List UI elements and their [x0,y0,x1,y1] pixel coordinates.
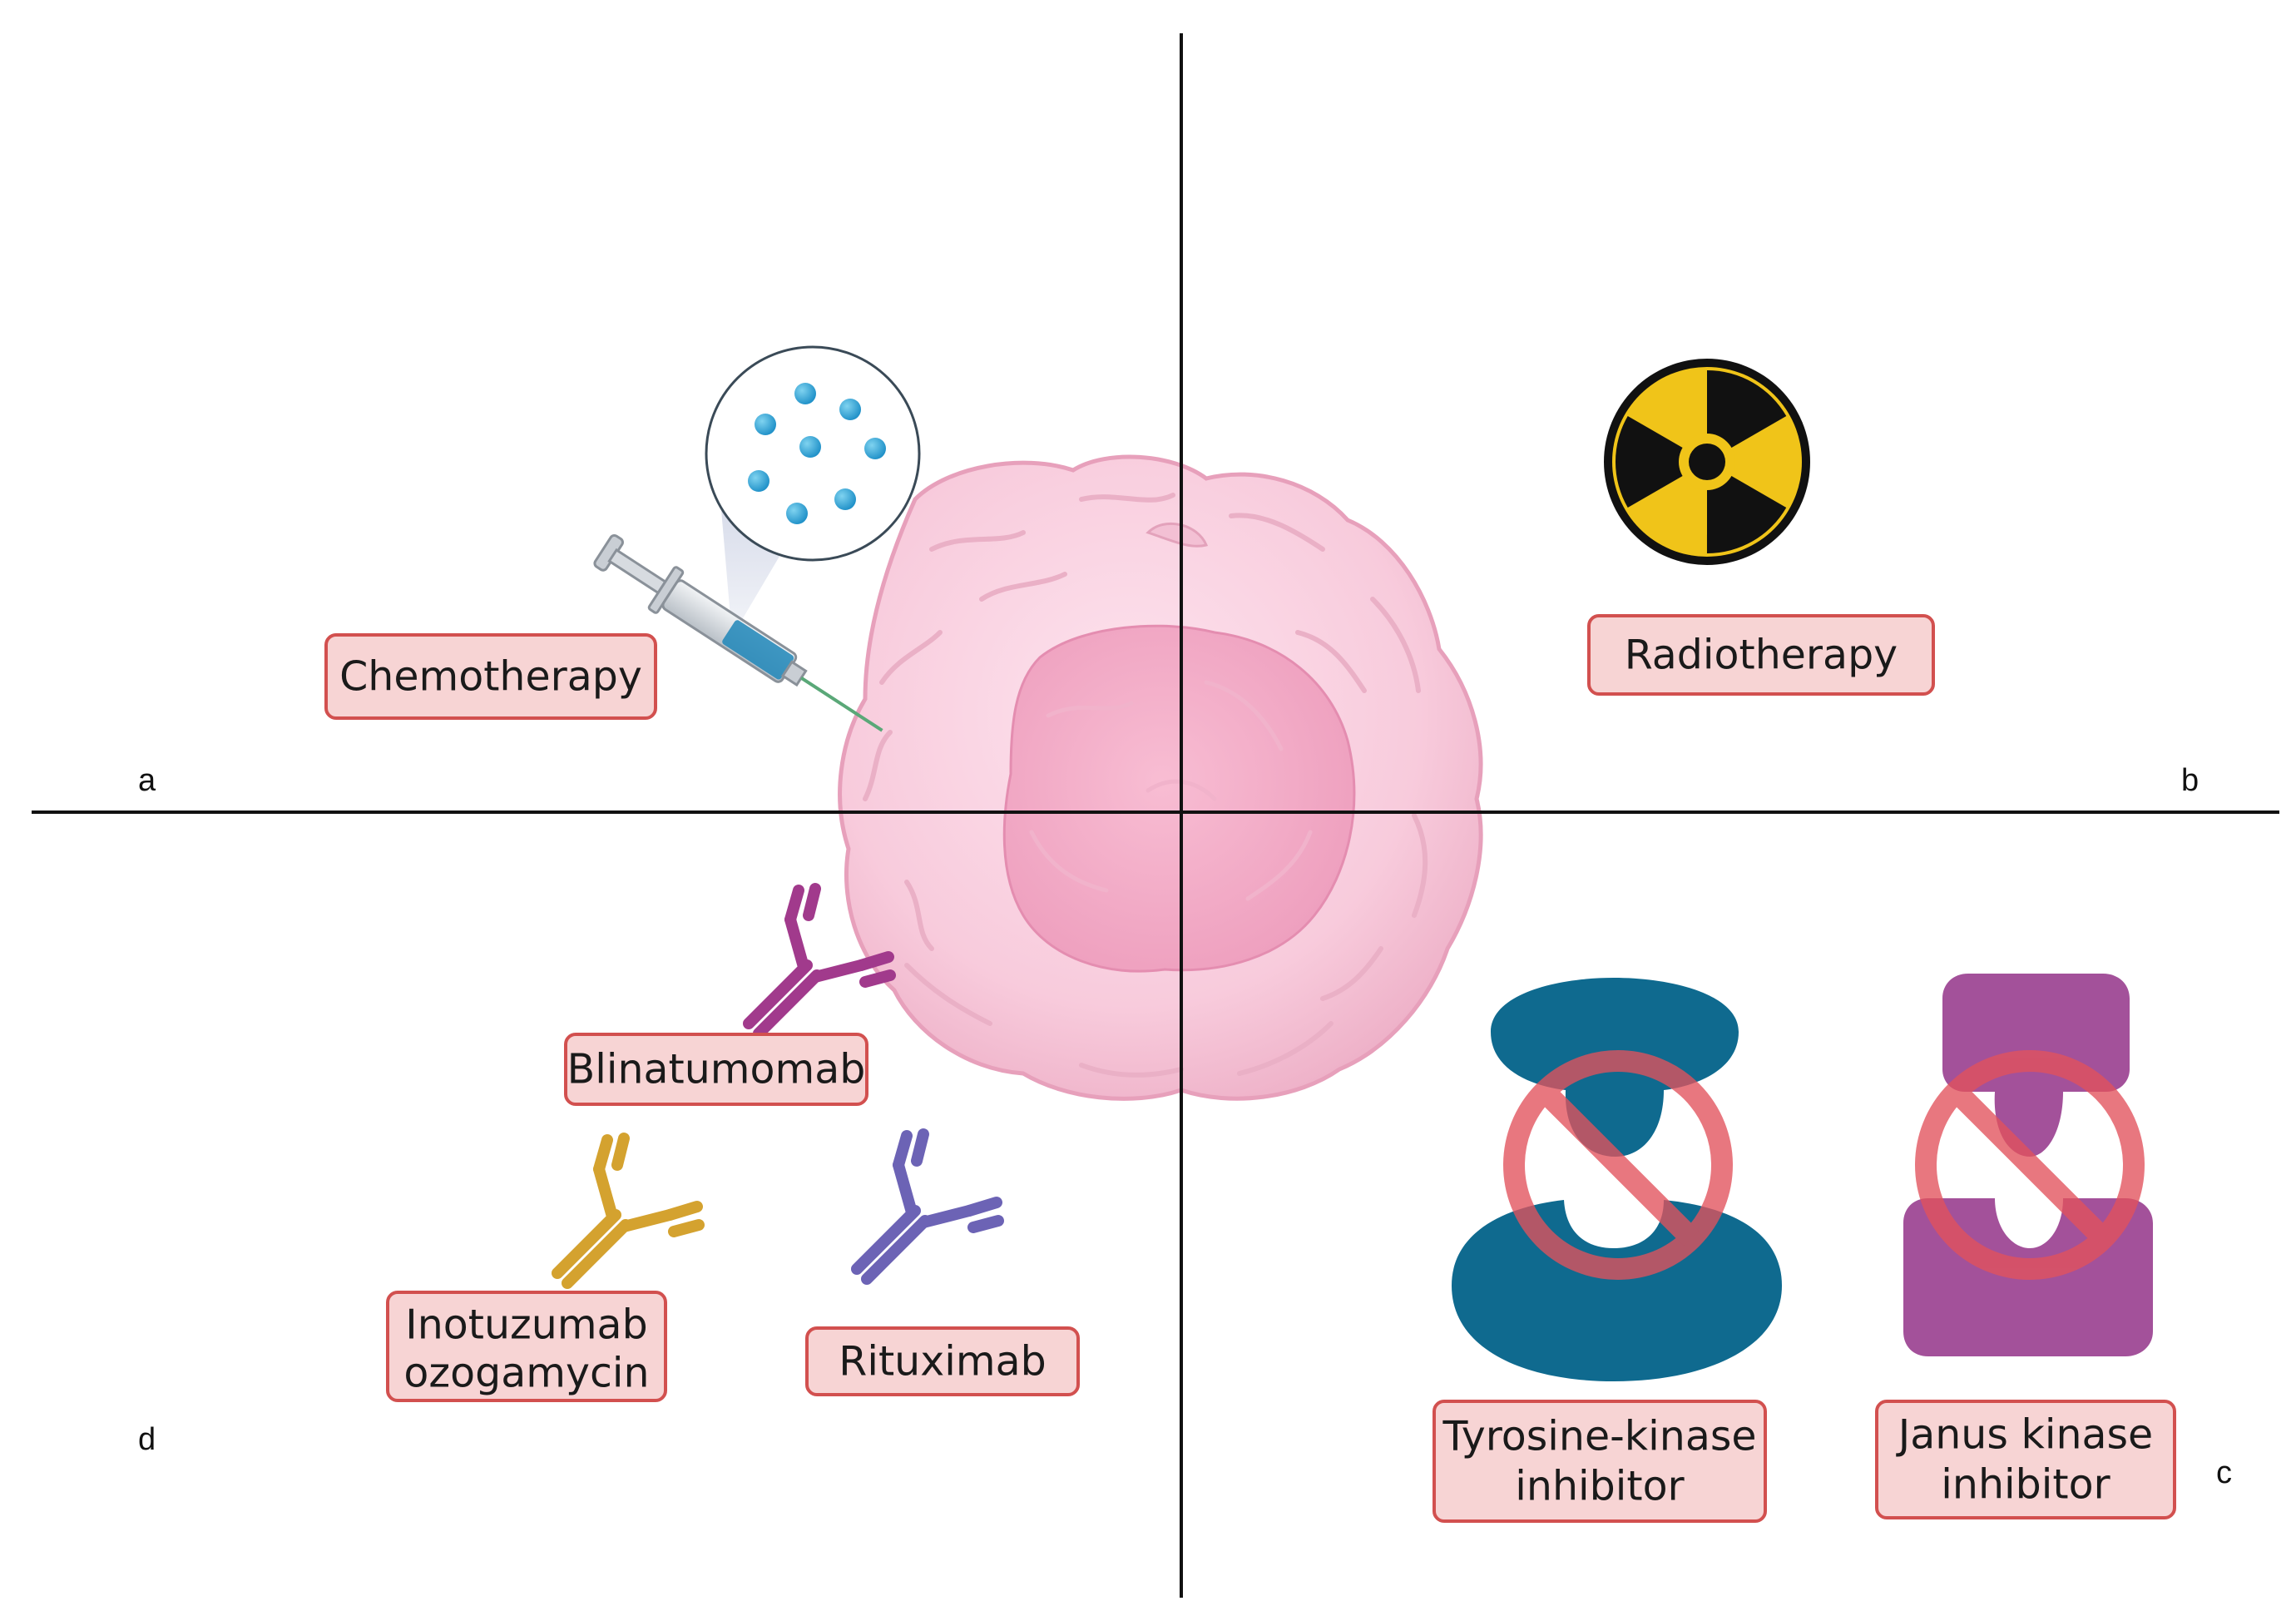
label-inotuzumab-line1: Inotuzumab [405,1301,647,1349]
quadrant-letter-c: c [2216,1455,2232,1490]
antibody-icon [552,1133,705,1289]
antibody-icon [851,1128,1004,1285]
tyrosine-kinase-icon [1452,978,1782,1381]
label-tki-line1: Tyrosine-kinase [1442,1413,1756,1460]
label-radiotherapy: Radiotherapy [1587,614,1935,696]
prohibition-icon [1915,1050,2145,1280]
quadrant-letter-b: b [2181,763,2199,798]
label-inotuzumab-line2: ozogamycin [403,1350,649,1397]
label-tyrosine-kinase-inhibitor: Tyrosine-kinase inhibitor [1433,1400,1767,1523]
label-radiotherapy-text: Radiotherapy [1625,632,1898,679]
label-jak-line1: Janus kinase [1896,1411,2153,1459]
label-chemotherapy: Chemotherapy [324,633,657,720]
label-chemotherapy-text: Chemotherapy [339,653,642,701]
drug-particles-icon [705,345,921,562]
label-rituximab-text: Rituximab [839,1338,1046,1385]
cancer-cell-icon [838,454,1483,1101]
quadrant-letter-d: d [138,1422,156,1457]
label-inotuzumab-ozogamycin: Inotuzumab ozogamycin [386,1291,667,1402]
prohibition-icon [1503,1050,1733,1280]
label-rituximab: Rituximab [805,1326,1080,1396]
label-tki-line2: inhibitor [1515,1463,1685,1510]
antibody-icon [743,883,896,1039]
label-jak-line2: inhibitor [1941,1461,2110,1509]
quadrant-letter-a: a [138,763,156,798]
label-janus-kinase-inhibitor: Janus kinase inhibitor [1875,1400,2176,1519]
label-blinatumomab-text: Blinatumomab [567,1046,866,1093]
label-blinatumomab: Blinatumomab [564,1033,868,1106]
radiation-hazard-icon [1604,359,1810,565]
